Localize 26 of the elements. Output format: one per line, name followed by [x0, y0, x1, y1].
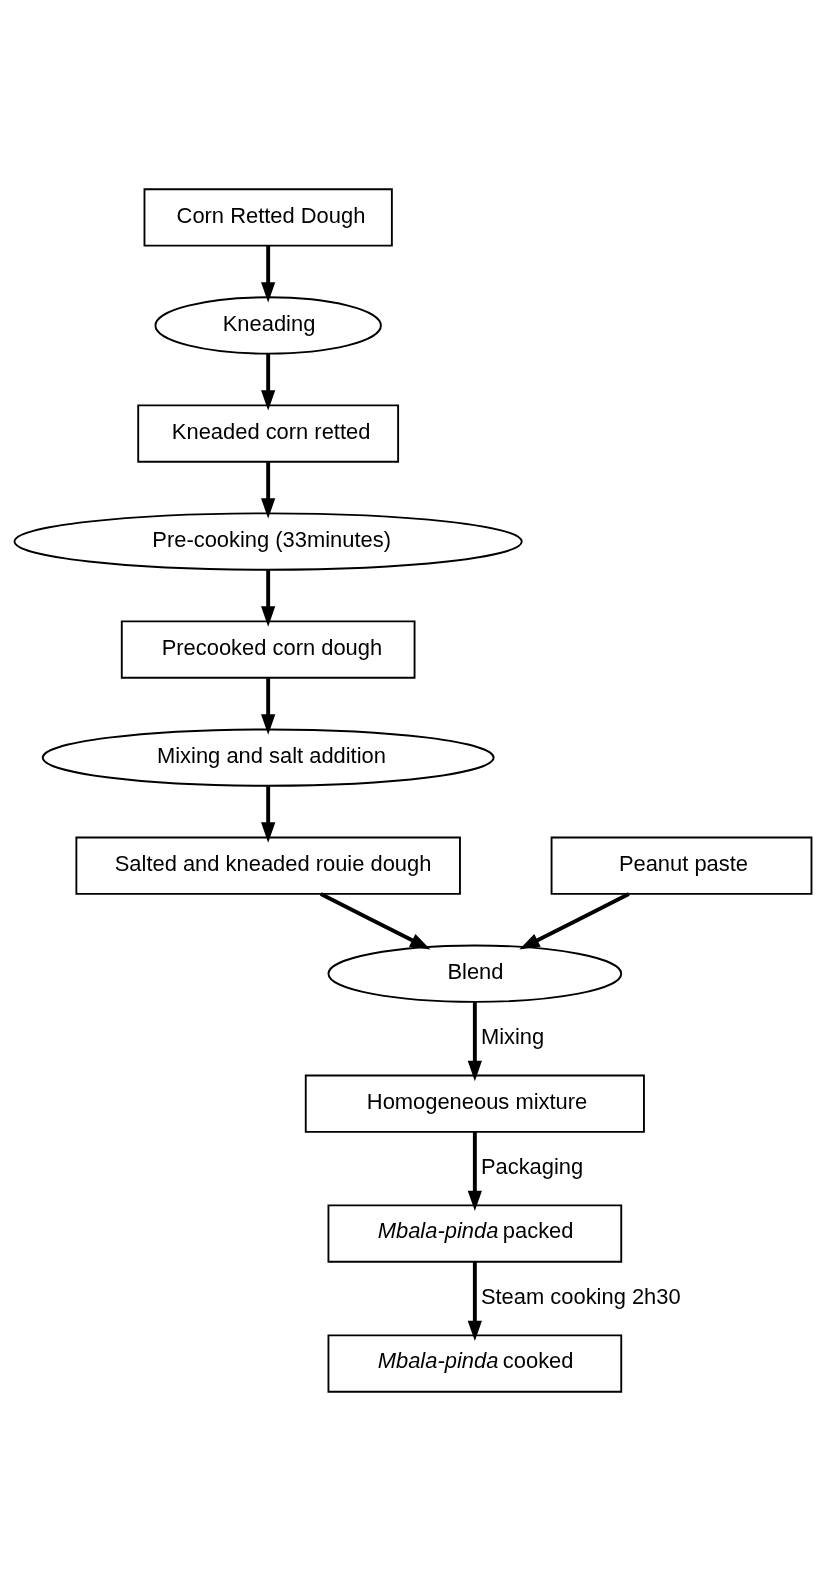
node-box: Kneaded corn retted	[137, 403, 400, 463]
node-box: Homogeneous mixture	[304, 1074, 645, 1133]
node-box: Precooked corn dough	[120, 619, 416, 679]
arrow	[467, 1261, 482, 1341]
edge-label: Packaging	[480, 1153, 584, 1179]
node-box: Mbala-pinda packed	[327, 1204, 623, 1263]
node-box: Peanut paste	[550, 836, 813, 895]
arrow	[261, 461, 276, 519]
arrow	[261, 245, 276, 303]
arrow	[319, 891, 431, 950]
arrow	[261, 785, 276, 843]
node-ellipse: Blend	[327, 944, 623, 1003]
node-ellipse: Kneading	[154, 295, 382, 355]
node-box: Mbala-pinda cooked	[327, 1333, 623, 1393]
edge-label: Steam cooking 2h30	[480, 1283, 681, 1309]
arrow	[467, 1131, 482, 1211]
arrow	[261, 353, 276, 411]
arrow	[261, 677, 276, 735]
node-box: Salted and kneaded rouie dough	[75, 836, 461, 895]
node-ellipse: Pre-cooking (33minutes)	[13, 511, 523, 571]
arrow	[519, 891, 630, 950]
edge-label: Mixing	[480, 1023, 545, 1049]
node-box: Corn Retted Dough	[143, 187, 393, 247]
node-ellipse: Mixing and salt addition	[41, 728, 495, 787]
arrow	[261, 569, 276, 627]
arrow	[467, 1001, 482, 1081]
